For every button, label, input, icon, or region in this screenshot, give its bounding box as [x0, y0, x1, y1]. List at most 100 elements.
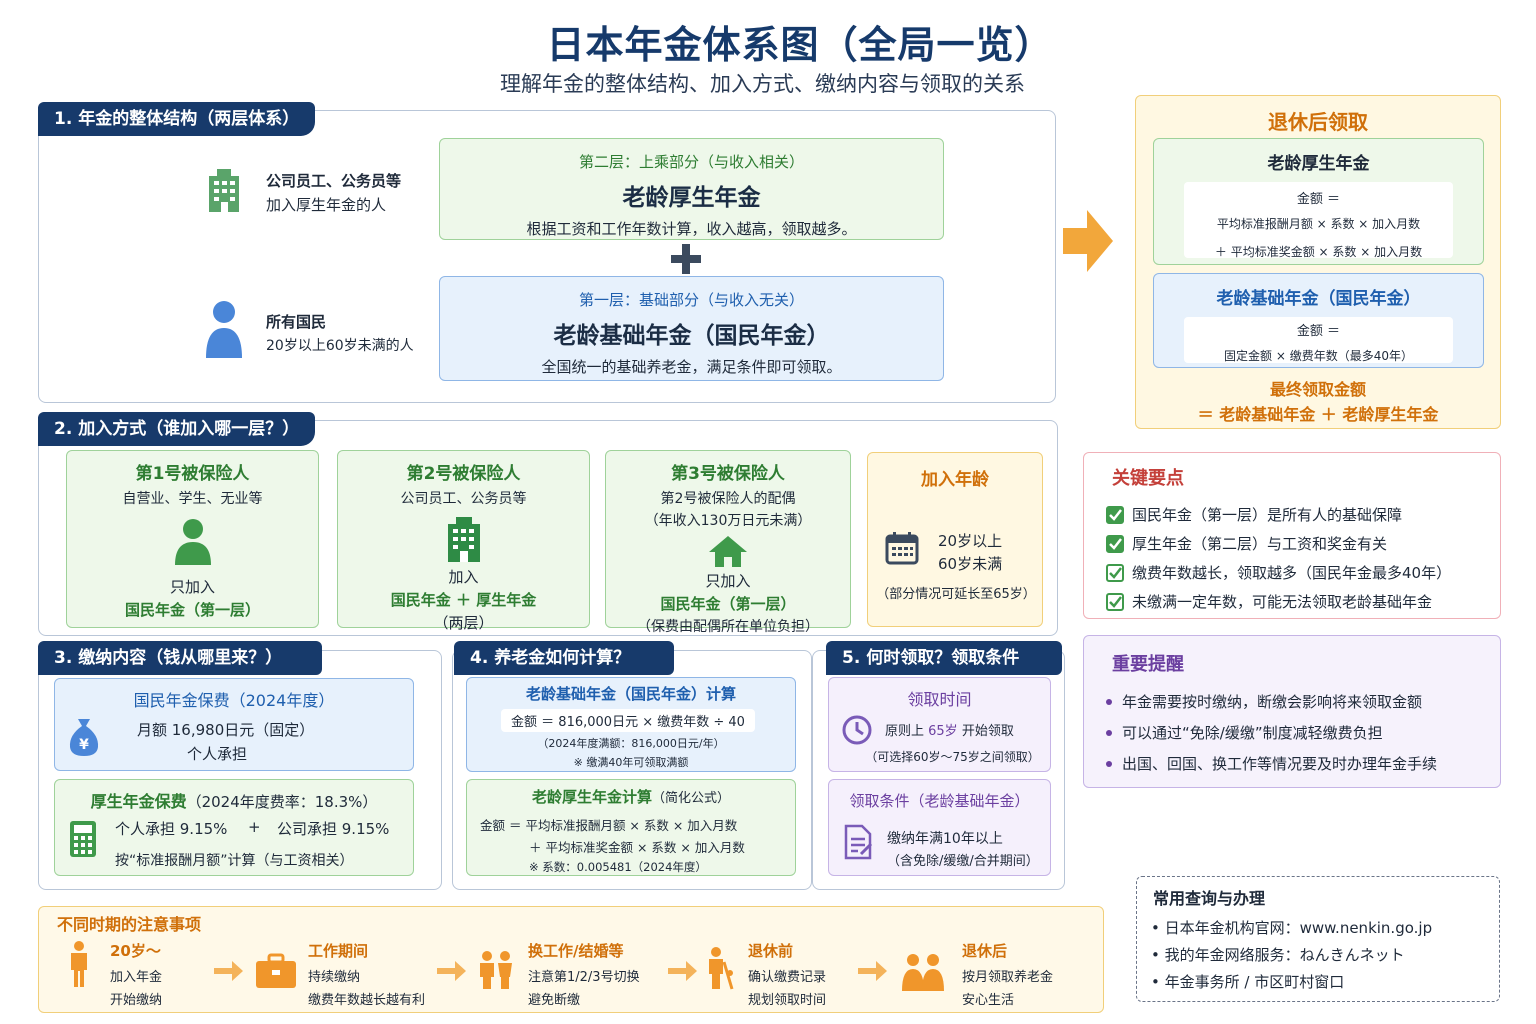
arrow-right-icon	[214, 960, 244, 982]
timeline-step-desc2: 避免断缴	[528, 993, 581, 1008]
receive-time-pre: 原则上	[885, 724, 929, 739]
basic-calc-box: 老龄基础年金（国民年金）计算 金额 ＝ 816,000日元 × 缴费年数 ÷ 4…	[466, 677, 796, 772]
type2-line3: （两层）	[433, 614, 494, 632]
reminder-text: 年金需要按时缴纳，断缴会影响将来领取金额	[1122, 693, 1423, 711]
retire-title: 退休后领取	[1268, 110, 1368, 134]
retire-final-label: 最终领取金额	[1269, 380, 1366, 399]
page-subtitle: 理解年金的整体结构、加入方式、缴纳内容与领取的关系	[500, 72, 1025, 96]
checkbox-checked-icon	[1106, 534, 1124, 553]
bullet-icon	[1106, 698, 1112, 705]
timeline-step-desc2: 开始缴纳	[110, 993, 163, 1008]
house-icon	[708, 534, 748, 568]
national-premium-payer: 个人承担	[187, 745, 248, 763]
type3-line1: 只加入	[705, 572, 751, 590]
arrow-right-icon	[1063, 210, 1113, 272]
reminder-item: 年金需要按时缴纳，断缴会影响将来领取金额	[1106, 686, 1500, 717]
reminders-list: 年金需要按时缴纳，断缴会影响将来领取金额可以通过“免除/缓缴”制度减轻缴费负担出…	[1106, 686, 1500, 779]
type1-line2: 国民年金（第一层）	[124, 601, 260, 619]
svg-text:¥: ¥	[79, 737, 89, 753]
employee-premium-title: 厚生年金保费	[90, 792, 187, 811]
receive-time-box: 领取时间 原则上 65岁 开始领取 （可选择60岁～75岁之间领取）	[828, 677, 1051, 772]
layer1-title: 老龄基础年金（国民年金）	[553, 323, 830, 349]
type3-desc2: （年收入130万日元未满）	[644, 513, 812, 529]
key-points-panel: 关键要点 国民年金（第一层）是所有人的基础保障厚生年金（第二层）与工资和奖金有关…	[1083, 452, 1501, 619]
insured-type3-card: 第3号被保险人 第2号被保险人的配偶 （年收入130万日元未满） 只加入 国民年…	[605, 450, 851, 635]
type3-line3: （保费由配偶所在单位负担）	[637, 619, 819, 635]
basic-calc-formula: 金额 ＝ 816,000日元 × 缴费年数 ÷ 40	[501, 709, 755, 732]
section-enroll-tab: 2. 加入方式（谁加入哪一层？）	[38, 412, 316, 446]
receive-cond-line1: 缴纳年满10年以上	[887, 831, 1003, 847]
employee-calc-formula1: 金额 ＝ 平均标准报酬月额 × 系数 × 加入月数	[480, 818, 738, 833]
bullet-icon: •	[1151, 919, 1165, 937]
calculator-icon	[69, 820, 97, 858]
timeline-step-2: 工作期间持续缴纳缴费年数越长越有利	[308, 940, 425, 1008]
key-point-text: 未缴满一定年数，可能无法领取老龄基础年金	[1132, 593, 1433, 611]
timeline-step-5: 退休后按月领取养老金安心生活	[962, 940, 1053, 1008]
group-employee-desc: 加入厚生年金的人	[266, 196, 387, 214]
employee-calc-note: ※ 系数：0.005481（2024年度）	[529, 860, 707, 874]
insured-type2-card: 第2号被保险人 公司员工、公务员等 加入 国民年金 ＋ 厚生年金 （两层）	[337, 450, 590, 632]
timeline-step-title: 退休后	[962, 942, 1008, 960]
basic-calc-note2: ※ 缴满40年可领取满额	[573, 756, 689, 769]
timeline-step-2-icon	[255, 953, 297, 989]
reminders-panel: 重要提醒 年金需要按时缴纳，断缴会影响将来领取金额可以通过“免除/缓缴”制度减轻…	[1083, 635, 1501, 788]
timeline-step-desc2: 缴费年数越长越有利	[308, 993, 426, 1008]
timeline-step-1: 20岁～加入年金开始缴纳	[110, 940, 162, 1008]
retire-bp-f1: 固定金额 × 缴费年数（最多40年）	[1224, 349, 1413, 363]
timeline-step-title: 退休前	[748, 942, 794, 960]
employee-calc-title: 老龄厚生年金计算	[531, 788, 652, 806]
key-point-text: 国民年金（第一层）是所有人的基础保障	[1132, 506, 1403, 524]
type2-desc: 公司员工、公务员等	[400, 491, 527, 507]
layer2-head: 第二层：上乘部分（与收入相关）	[578, 153, 804, 171]
layer2-title: 老龄厚生年金	[622, 185, 761, 211]
plus-icon	[670, 243, 702, 275]
receive-cond-line2: （含免除/缓缴/合并期间）	[887, 854, 1039, 869]
contact-item: • 日本年金机构官网：www.nenkin.go.jp	[1151, 917, 1499, 944]
group-all-desc: 20岁以上60岁未满的人	[266, 338, 414, 354]
timeline-step-title: 工作期间	[308, 942, 369, 960]
retire-ep-box: 老龄厚生年金 金额 ＝ 平均标准报酬月额 × 系数 × 加入月数 ＋ 平均标准奖…	[1153, 138, 1484, 265]
type2-line1: 加入	[448, 568, 479, 586]
retire-bp-formula: 金额 ＝ 固定金额 × 缴费年数（最多40年）	[1184, 317, 1453, 363]
retire-ep-f0: 金额 ＝	[1296, 192, 1341, 207]
bullet-icon	[1106, 760, 1112, 767]
reminder-item: 可以通过“免除/缓缴”制度减轻缴费负担	[1106, 717, 1500, 748]
type3-desc1: 第2号被保险人的配偶	[660, 491, 796, 507]
section-structure-tab: 1. 年金的整体结构（两层体系）	[38, 102, 316, 136]
key-point-text: 缴费年数越长，领取越多（国民年金最多40年）	[1132, 564, 1452, 582]
type3-title: 第3号被保险人	[671, 464, 785, 484]
timeline-step-title: 20岁～	[110, 942, 161, 960]
group-employee-title: 公司员工、公务员等	[266, 172, 402, 190]
type1-line1: 只加入	[169, 578, 215, 596]
employee-calc-box: 老龄厚生年金计算（简化公式） 金额 ＝ 平均标准报酬月额 × 系数 × 加入月数…	[466, 779, 796, 876]
type2-line2: 国民年金 ＋ 厚生年金	[390, 591, 537, 609]
layer2-desc: 根据工资和工作年数计算，收入越高，领取越多。	[526, 220, 857, 238]
timeline-step-desc1: 注意第1/2/3号切换	[528, 970, 640, 985]
contact-text: 我的年金网络服务：ねんきんネット	[1164, 946, 1405, 964]
enroll-age-card: 加入年龄 20岁以上 60岁未满 （部分情况可延长至65岁）	[867, 452, 1043, 627]
checkbox-checked-icon	[1106, 505, 1124, 524]
building-icon	[205, 168, 243, 212]
bullet-icon: •	[1151, 946, 1165, 964]
contact-item: • 年金事务所 / 市区町村窗口	[1151, 971, 1499, 998]
contact-text: 日本年金机构官网：www.nenkin.go.jp	[1164, 919, 1433, 937]
enroll-age-note: （部分情况可延长至65岁）	[876, 587, 1036, 602]
employee-premium-header: 厚生年金保费（2024年度费率：18.3%）	[55, 788, 413, 812]
section-payment-tab: 3. 缴纳内容（钱从哪里来？）	[38, 641, 323, 675]
key-points-list: 国民年金（第一层）是所有人的基础保障厚生年金（第二层）与工资和奖金有关缴费年数越…	[1106, 500, 1500, 616]
layer2-box: 第二层：上乘部分（与收入相关） 老龄厚生年金 根据工资和工作年数计算，收入越高，…	[439, 138, 944, 240]
retire-final-formula: ＝ 老龄基础年金 ＋ 老龄厚生年金	[1197, 405, 1439, 424]
arrow-right-icon	[668, 960, 698, 982]
retire-ep-formula: 金额 ＝ 平均标准报酬月额 × 系数 × 加入月数 ＋ 平均标准奖金额 × 系数…	[1184, 182, 1453, 259]
type2-title: 第2号被保险人	[406, 464, 521, 484]
timeline-step-3: 换工作/结婚等注意第1/2/3号切换避免断缴	[528, 940, 640, 1008]
timeline-step-1-icon	[66, 940, 92, 988]
enroll-age-line2: 60岁未满	[938, 555, 1003, 573]
contact-list: • 日本年金机构官网：www.nenkin.go.jp• 我的年金网络服务：ねん…	[1151, 917, 1499, 998]
type3-line2: 国民年金（第一层）	[660, 595, 796, 613]
timeline-step-3-icon	[478, 950, 514, 990]
retire-bp-box: 老龄基础年金（国民年金） 金额 ＝ 固定金额 × 缴费年数（最多40年）	[1153, 273, 1484, 368]
timeline-step-desc1: 按月领取养老金	[962, 970, 1054, 985]
enroll-age-title: 加入年龄	[921, 470, 989, 490]
section-calc-tab: 4. 养老金如何计算？	[454, 641, 674, 675]
